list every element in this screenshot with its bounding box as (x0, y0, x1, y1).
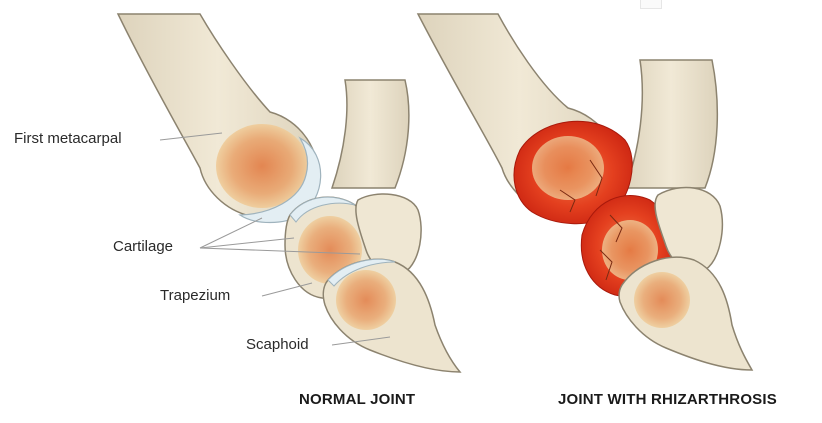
scaphoid-marrow-2 (634, 272, 690, 328)
caption-normal-joint: NORMAL JOINT (299, 391, 415, 408)
label-first-metacarpal: First metacarpal (14, 130, 122, 147)
rhizarthrosis-joint-drawing (418, 14, 752, 370)
corner-artifact (640, 0, 662, 9)
label-scaphoid: Scaphoid (246, 336, 309, 353)
normal-joint-drawing (118, 14, 460, 372)
scaphoid-marrow (336, 270, 396, 330)
label-trapezium: Trapezium (160, 287, 230, 304)
leader-cartilage-2 (200, 238, 294, 248)
metacarpal-marrow-2 (532, 136, 604, 200)
forearm-bone-2 (625, 60, 717, 188)
caption-rhizarthrosis: JOINT WITH RHIZARTHROSIS (558, 391, 777, 408)
forearm-bone (332, 80, 409, 188)
label-cartilage: Cartilage (113, 238, 173, 255)
leader-cartilage-1 (200, 218, 262, 248)
